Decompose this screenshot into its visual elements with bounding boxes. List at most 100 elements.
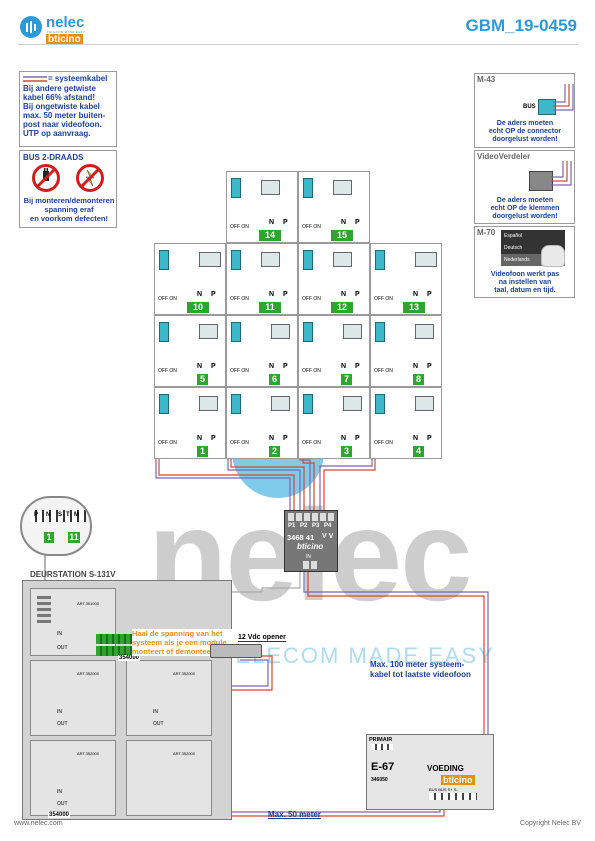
door-module[interactable]: ART.352000 IN OUT <box>126 660 212 736</box>
psu-label: VOEDING <box>427 764 464 773</box>
module-out: OUT <box>57 721 68 727</box>
videophone-unit[interactable]: OFF ON N P 11 <box>226 243 298 315</box>
panel-title: M-43 <box>477 75 496 84</box>
unit-number: 3 <box>341 446 352 457</box>
psu-model: E-67 <box>371 761 395 773</box>
p-label: P <box>211 363 216 370</box>
videophone-unit[interactable]: OFF ON N P 10 <box>154 243 226 315</box>
module-out: OUT <box>57 801 68 807</box>
bus-connector-icon <box>303 250 313 270</box>
videophone-unit[interactable]: OFF ON N P 3 <box>298 387 370 459</box>
videophone-unit[interactable]: OFF ON N P 12 <box>298 243 370 315</box>
dip-label: T <box>66 512 70 518</box>
n-label: N <box>341 363 347 370</box>
n-label: N <box>413 291 419 298</box>
panel-m70: M-70 Español Deutsch Nederlands Videofoo… <box>474 226 575 298</box>
monitor-icon <box>261 252 280 267</box>
door-opener-icon[interactable] <box>210 644 262 658</box>
videophone-unit[interactable]: OFF ON N P 7 <box>298 315 370 387</box>
bus-title: BUS 2-DRAADS <box>23 153 84 162</box>
off-on-label: OFF ON <box>302 296 321 302</box>
unit-number: 11 <box>259 302 281 313</box>
panel-text: echt OP de klemmen <box>490 205 560 212</box>
unit-number: 15 <box>331 230 353 241</box>
unit-number: 1 <box>197 446 208 457</box>
footer-url[interactable]: www.nelec.com <box>14 820 63 827</box>
off-on-label: OFF ON <box>230 440 249 446</box>
bus-connector-icon <box>375 322 385 342</box>
bus-connector-icon <box>159 322 169 342</box>
bus-warning-line: en voorkom defecten! <box>30 214 108 223</box>
bus-connector-icon <box>231 178 241 198</box>
menu-item[interactable]: Deutsch <box>504 245 523 251</box>
videophone-unit[interactable]: OFF ON N P 13 <box>370 243 442 315</box>
panel-text: Videofoon werkt pas <box>490 271 560 278</box>
n-label: N <box>413 435 419 442</box>
distributor-in-label: IN <box>306 554 311 560</box>
dip-label: M <box>74 512 79 518</box>
module-in: IN <box>153 709 158 715</box>
in-terminals <box>303 561 319 569</box>
panel-title: VideoVerdeler <box>477 152 531 161</box>
n-label: N <box>269 363 275 370</box>
monitor-icon <box>261 180 280 195</box>
videophone-unit[interactable]: OFF ON N P 6 <box>226 315 298 387</box>
module-part: ART.352000 <box>77 671 99 676</box>
dip-value: 1 <box>44 532 54 543</box>
off-on-label: OFF ON <box>302 440 321 446</box>
monitor-icon <box>415 396 434 411</box>
bus-connector-icon <box>303 322 313 342</box>
port-label: P1 <box>288 523 296 529</box>
dip-zoom: P N S T M 1 11 <box>20 496 92 556</box>
videophone-unit[interactable]: OFF ON N P 2 <box>226 387 298 459</box>
bus-connector-icon <box>231 322 241 342</box>
p-label: P <box>355 219 360 226</box>
unit-number: 7 <box>341 374 352 385</box>
videoverdeler-wires <box>551 161 572 186</box>
bus-connector-icon <box>231 250 241 270</box>
n-label: N <box>269 435 275 442</box>
max100-line: Max. 100 meter systeem- <box>370 660 465 669</box>
monitor-icon <box>271 396 290 411</box>
videophone-unit[interactable]: OFF ON N P 15 <box>298 171 370 243</box>
port-label: P3 <box>312 523 320 529</box>
door-module[interactable]: ART.352000 IN OUT <box>30 740 116 816</box>
module-part: ART.352000 <box>77 751 99 756</box>
dip-label: N <box>46 512 51 518</box>
power-supply[interactable]: PRIMAIR E-67 VOEDING 346050 bticino BUS … <box>366 734 494 810</box>
sub-brand: bticino <box>46 34 83 45</box>
module-part: ART.351000 <box>77 601 99 606</box>
module-in: IN <box>57 789 62 795</box>
module-in: IN <box>57 631 62 637</box>
monitor-icon <box>199 252 221 267</box>
panel-videoverdeler: VideoVerdeler De aders moeten echt OP de… <box>474 150 575 224</box>
door-module[interactable]: ART.352000 IN OUT <box>30 660 116 736</box>
dip-label: P <box>34 512 39 518</box>
note-line: Haal de spanning van het <box>132 629 223 638</box>
video-distributor[interactable]: P1 P2 P3 P4 3468 41 V V bticino IN <box>284 510 338 572</box>
door-main-module[interactable]: ART.351000 IN OUT <box>30 588 116 656</box>
p-label: P <box>427 363 432 370</box>
videophone-unit[interactable]: OFF ON N P 8 <box>370 315 442 387</box>
videophone-unit[interactable]: OFF ON N P 14 <box>226 171 298 243</box>
menu-item[interactable]: Español <box>504 233 523 239</box>
bus-warning-box: BUS 2-DRAADS Bij monteren/demonteren spa… <box>19 150 117 228</box>
off-on-label: OFF ON <box>302 224 321 230</box>
footer-copyright: Copyright Nelec BV <box>519 820 581 827</box>
psu-terminal-labels: BUS BUS S+ S- <box>429 787 458 792</box>
hand-pointer-icon <box>541 245 565 267</box>
bus-connector-icon <box>231 394 241 414</box>
monitor-icon <box>343 396 362 411</box>
videophone-unit[interactable]: OFF ON N P 4 <box>370 387 442 459</box>
bus-connector-icon <box>159 394 169 414</box>
monitor-icon <box>199 396 218 411</box>
door-module[interactable]: ART.352000 <box>126 740 212 816</box>
videophone-unit[interactable]: OFF ON N P 5 <box>154 315 226 387</box>
unit-number: 4 <box>413 446 424 457</box>
note-line: systeem als je een module <box>132 638 227 647</box>
port-label: P4 <box>324 523 332 529</box>
module-part: ART.352000 <box>173 671 195 676</box>
p-label: P <box>355 435 360 442</box>
videophone-unit[interactable]: OFF ON N P 1 <box>154 387 226 459</box>
p-label: P <box>355 291 360 298</box>
